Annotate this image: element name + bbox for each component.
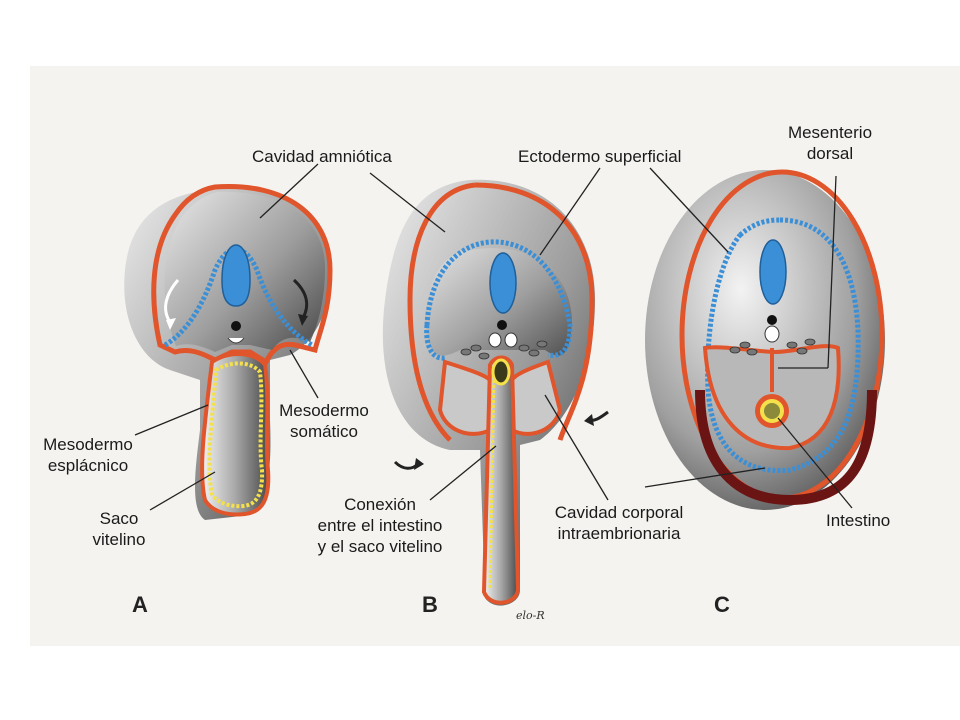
arrow-fold-left [164,279,180,323]
label-cavidad-amniotica: Cavidad amniótica [252,147,392,166]
embryo-c [645,169,885,510]
panel-label-a: A [132,592,148,617]
embryo-a-notochord [231,321,241,331]
label-esplacnico-line2: esplácnico [47,456,129,475]
label-intestino: Intestino [826,511,891,530]
label-cavidad-corporal-line1: Cavidad corporal [554,503,684,522]
label-esplacnico-line1: Mesodermo [43,435,133,454]
embryo-a-yolk-sac [200,352,271,517]
label-mesodermo-somatico: Mesodermo somático [276,400,372,442]
label-ectodermo-superficial: Ectodermo superficial [518,147,682,166]
label-conexion-line2: entre el intestino [317,516,443,535]
panel-label-b: B [422,592,438,617]
embryo-c-mesoderm [695,389,877,506]
leader-lines [134,163,853,511]
embryo-c-neural-tube [759,239,787,305]
label-cavidad-corporal: Cavidad corporal intraembrionaria [546,502,692,544]
panel-label-c: C [714,592,730,617]
arrow-fold-right [292,278,309,319]
label-somatico-line2: somático [289,422,359,441]
label-saco-line2: vitelino [92,530,146,549]
label-mesenterio-dorsal: Mesenterio dorsal [780,122,880,164]
label-saco-line1: Saco [99,509,139,528]
embryo-c-surface-ectoderm [705,217,861,474]
embryo-b-neural-tube [489,252,517,314]
embryo-a-neural-tube [221,244,251,307]
label-mesodermo-esplacnico: Mesodermo esplácnico [36,434,140,476]
label-cavidad-corporal-line2: intraembrionaria [557,524,681,543]
embryo-b-surface-ectoderm [424,239,573,358]
embryo-b [382,179,609,606]
embryo-a-ectoderm [151,184,333,366]
label-mesenterio-line1: Mesenterio [787,123,873,142]
label-saco-vitelino: Saco vitelino [84,508,154,550]
label-somatico-line1: Mesodermo [279,401,369,420]
artist-signature: elo-R [516,609,545,622]
embryo-a [124,184,333,520]
embryo-b-gut-tube [481,355,521,605]
label-mesenterio-line2: dorsal [806,144,854,163]
label-conexion-line1: Conexión [344,495,416,514]
label-conexion-line3: y el saco vitelino [317,537,443,556]
label-conexion: Conexión entre el intestino y el saco vi… [306,494,454,557]
